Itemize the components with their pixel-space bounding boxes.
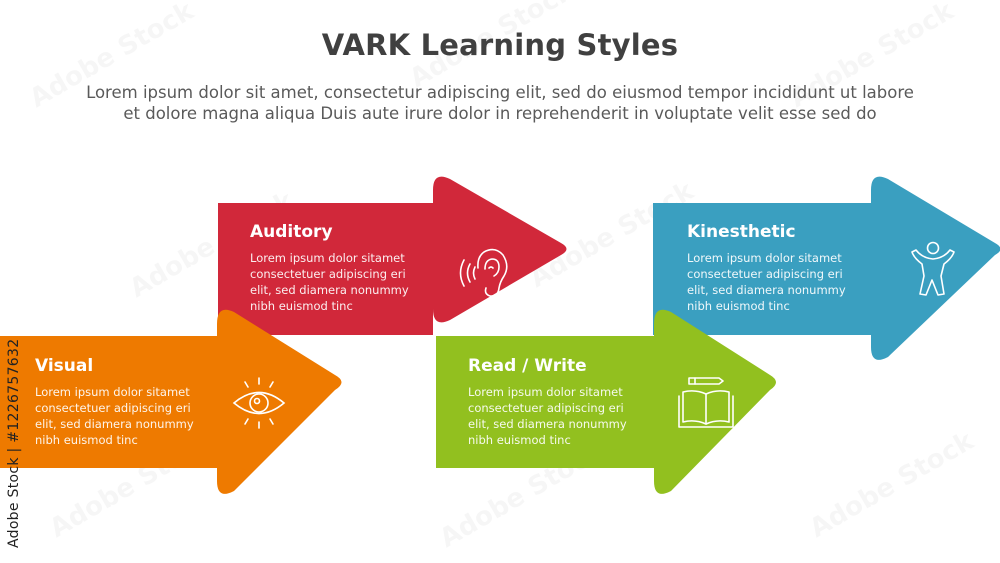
arrow-shape-read-write [436, 309, 776, 494]
card-auditory: Auditory Lorem ipsum dolor sitamet conse… [250, 222, 425, 314]
person-icon [911, 241, 955, 296]
card-body-line: elit, sed diamera nonummy [687, 283, 846, 297]
card-body-line: consectetuer adipiscing eri [687, 267, 843, 281]
card-body-line: consectetuer adipiscing eri [468, 401, 624, 415]
card-body-line: Lorem ipsum dolor sitamet [468, 385, 623, 399]
card-title: Kinesthetic [687, 222, 796, 242]
card-body-line: consectetuer adipiscing eri [250, 267, 406, 281]
book-pencil-icon [678, 377, 734, 428]
card-body-line: consectetuer adipiscing eri [35, 401, 191, 415]
card-body-line: nibh euismod tinc [468, 433, 571, 447]
card-body: Lorem ipsum dolor sitamet consectetuer a… [250, 250, 425, 314]
page-title: VARK Learning Styles [321, 28, 679, 62]
card-body-line: elit, sed diamera nonummy [250, 283, 409, 297]
subtitle-line: Lorem ipsum dolor sit amet, consectetur … [86, 83, 914, 102]
card-kinesthetic: Kinesthetic Lorem ipsum dolor sitamet co… [687, 222, 862, 314]
card-body: Lorem ipsum dolor sitamet consectetuer a… [35, 384, 210, 448]
stock-credit: Adobe Stock | #1226757632 [6, 338, 22, 548]
card-title: Visual [35, 356, 94, 376]
card-read-write: Read / Write Lorem ipsum dolor sitamet c… [468, 356, 643, 448]
subtitle-line: et dolore magna aliqua Duis aute irure d… [123, 104, 877, 123]
card-title: Auditory [250, 222, 333, 242]
arrow-shape-kinesthetic [653, 176, 1000, 360]
card-body-line: nibh euismod tinc [35, 433, 138, 447]
card-body-line: nibh euismod tinc [687, 299, 790, 313]
card-body: Lorem ipsum dolor sitamet consectetuer a… [468, 384, 643, 448]
card-body-line: nibh euismod tinc [250, 299, 353, 313]
card-title: Read / Write [468, 356, 587, 376]
card-visual: Visual Lorem ipsum dolor sitamet consect… [35, 356, 210, 448]
eye-icon [232, 377, 286, 429]
arrow-shape-auditory [218, 176, 567, 335]
card-body-line: Lorem ipsum dolor sitamet [250, 251, 405, 265]
card-body: Lorem ipsum dolor sitamet consectetuer a… [687, 250, 862, 314]
ear-icon [459, 248, 508, 297]
card-body-line: Lorem ipsum dolor sitamet [35, 385, 190, 399]
card-body-line: elit, sed diamera nonummy [468, 417, 627, 431]
card-body-line: Lorem ipsum dolor sitamet [687, 251, 842, 265]
arrow-shape-visual [0, 309, 342, 494]
card-body-line: elit, sed diamera nonummy [35, 417, 194, 431]
page-subtitle: Lorem ipsum dolor sit amet, consectetur … [40, 82, 960, 124]
